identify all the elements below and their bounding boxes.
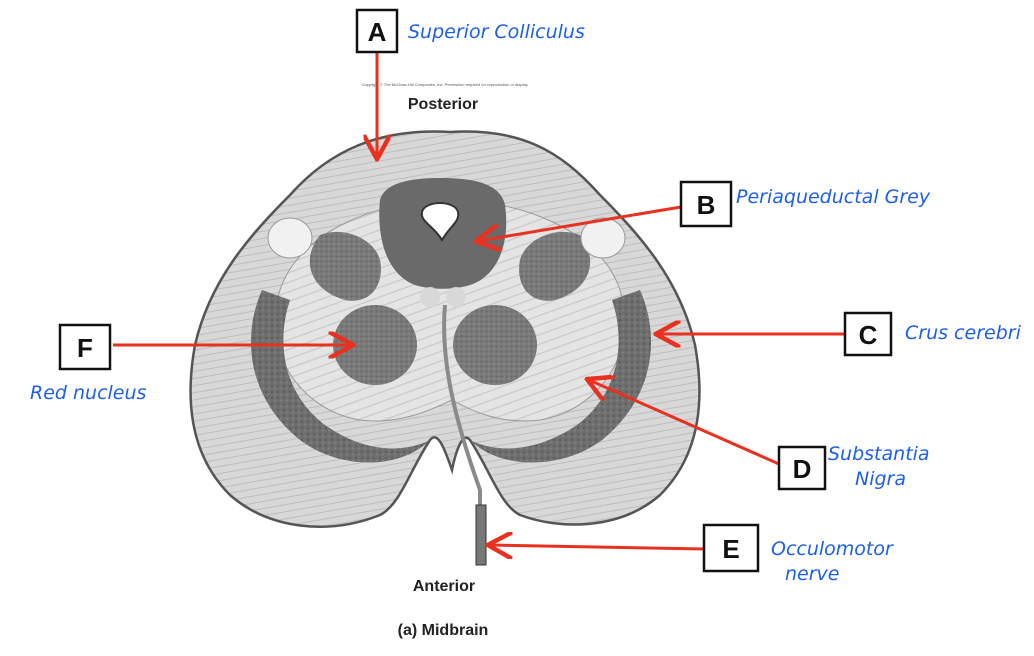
- annotation-e-line2: nerve: [785, 563, 839, 585]
- oculomotor-nerve: [475, 504, 487, 566]
- annotation-a: Superior Colliculus: [408, 21, 585, 43]
- label-box-f: F: [58, 323, 112, 371]
- label-box-a: A: [355, 8, 399, 54]
- red-nucleus-left: [333, 305, 417, 385]
- annotation-d-line1: Substantia: [828, 443, 930, 465]
- posterior-label: Posterior: [408, 96, 478, 113]
- annotation-f: Red nucleus: [30, 382, 147, 404]
- lateral-bulge-right: [580, 217, 626, 259]
- label-letter-f: F: [77, 333, 93, 363]
- substantia-nigra-left: [250, 290, 430, 463]
- label-box-d: D: [777, 445, 827, 491]
- label-box-e: E: [702, 523, 760, 573]
- label-letter-c: C: [859, 320, 878, 350]
- label-letter-b: B: [697, 190, 716, 220]
- lateral-mass-right: [519, 231, 591, 301]
- arrow-e: [490, 545, 705, 549]
- arrow-b: [478, 205, 682, 241]
- red-nucleus-right: [453, 305, 537, 385]
- label-box-b: B: [679, 180, 733, 228]
- annotation-d-line2: Nigra: [855, 468, 906, 490]
- label-letter-d: D: [793, 454, 812, 484]
- cerebral-aqueduct: [420, 202, 460, 243]
- figure-caption: (a) Midbrain: [398, 622, 489, 639]
- label-letter-e: E: [722, 534, 739, 564]
- annotation-b: Periaqueductal Grey: [736, 186, 931, 208]
- lateral-mass-left: [309, 231, 381, 301]
- pointer-arrows: [113, 52, 845, 549]
- label-letter-a: A: [368, 17, 387, 47]
- arrow-d: [589, 380, 780, 466]
- annotation-c: Crus cerebri: [905, 322, 1022, 344]
- lateral-bulge-left: [267, 217, 313, 259]
- oculomotor-fibers: [442, 304, 482, 560]
- midbrain-section: [189, 130, 701, 566]
- annotation-e-line1: Occulomotor: [771, 538, 894, 560]
- copyright-notice: Copyright © The McGraw-Hill Companies, I…: [362, 82, 529, 87]
- label-box-c: C: [843, 311, 893, 357]
- substantia-nigra-right: [470, 290, 652, 463]
- anterior-label: Anterior: [413, 578, 475, 595]
- oculomotor-nucleus-right: [446, 287, 466, 307]
- oculomotor-nucleus-left: [420, 287, 440, 307]
